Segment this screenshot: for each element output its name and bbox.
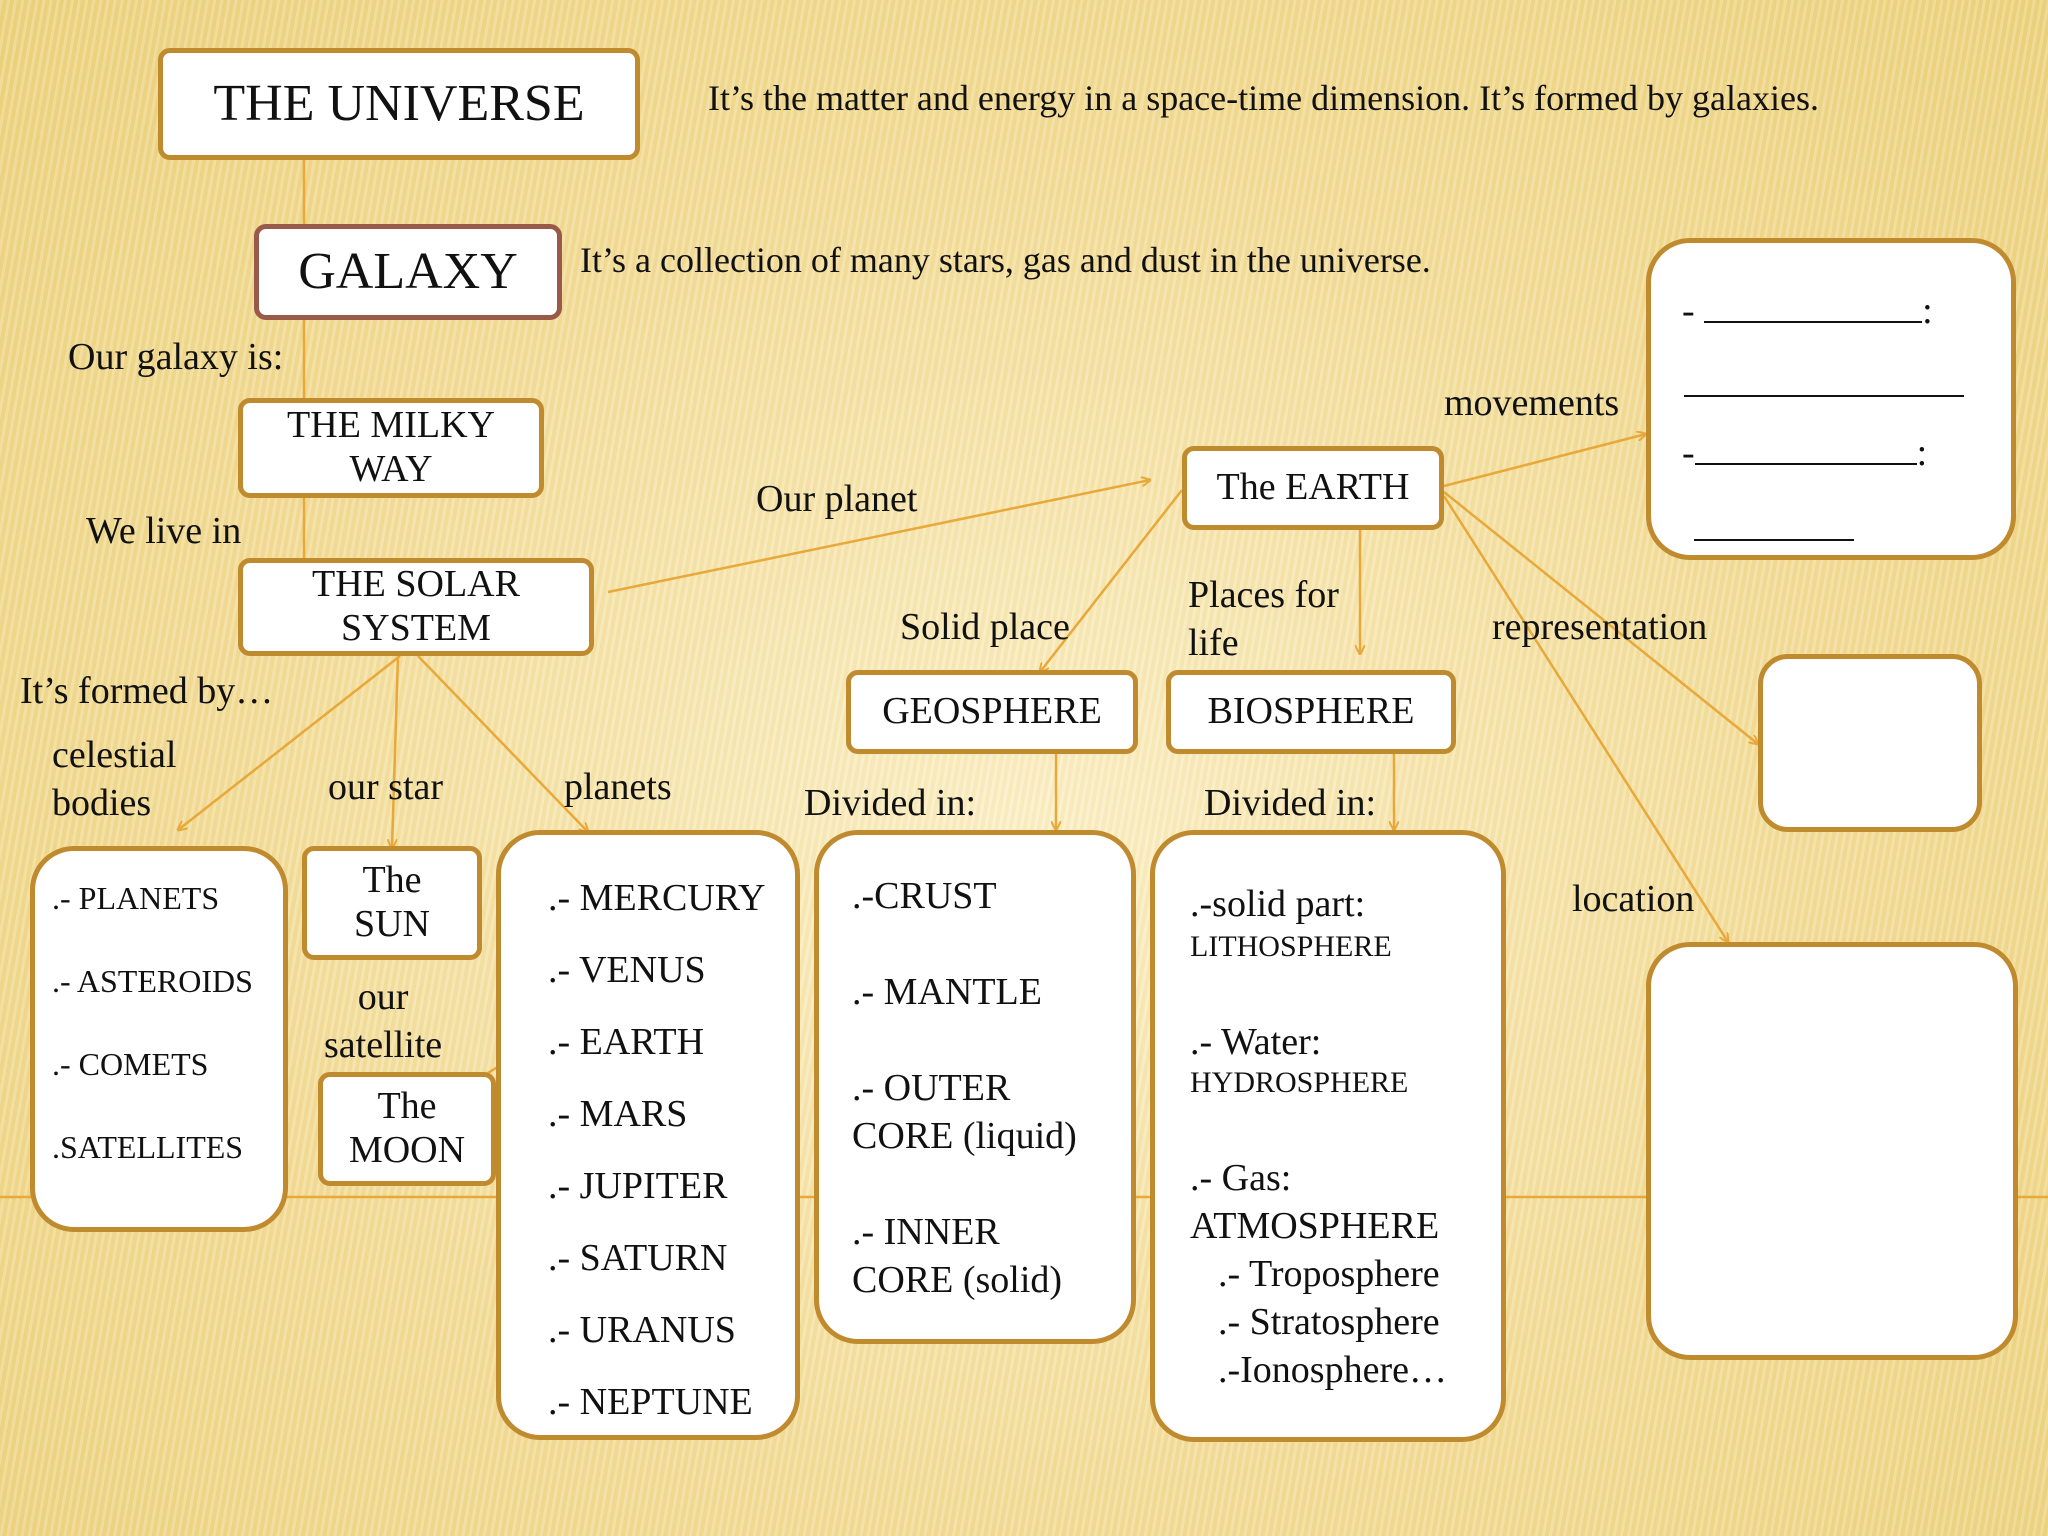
list-item: .- JUPITER: [548, 1165, 728, 1207]
list-item: .-CRUST: [852, 875, 997, 917]
celestial-bodies-label-line1: celestial: [52, 734, 177, 776]
list-item: .- NEPTUNE: [548, 1381, 753, 1423]
list-item: .- EARTH: [548, 1021, 705, 1063]
location-arrow: [1442, 495, 1728, 942]
places-for-life-line1: Places for: [1188, 574, 1339, 616]
list-item: .- MANTLE: [852, 971, 1042, 1013]
galaxy-title: GALAXY: [298, 243, 518, 301]
our-star-label: our star: [328, 766, 444, 808]
biosphere-box: BIOSPHERE: [1166, 670, 1456, 754]
movements-line1-prefix: -: [1682, 290, 1705, 332]
our-satellite-label-line1: our: [357, 976, 409, 1018]
universe-box: THE UNIVERSE: [158, 48, 640, 160]
biosphere-parts-box: [1150, 830, 1506, 1442]
solar-system-line2: SYSTEM: [341, 607, 491, 649]
list-item: .- Troposphere: [1218, 1253, 1440, 1295]
galaxy-description: It’s a collection of many stars, gas and…: [580, 240, 1431, 280]
biosphere-title: BIOSPHERE: [1207, 690, 1415, 733]
solar-system-line1: THE SOLAR: [312, 563, 520, 606]
celestial-bodies-box: [30, 846, 288, 1232]
earth-title: The EARTH: [1216, 466, 1410, 509]
sun-box: The SUN: [302, 846, 482, 960]
geosphere-layers-box: [814, 830, 1136, 1344]
list-item: .- VENUS: [548, 949, 706, 991]
formed-by-label: It’s formed by…: [20, 670, 274, 712]
list-item: HYDROSPHERE: [1190, 1066, 1409, 1099]
list-item: .-Ionosphere…: [1218, 1349, 1447, 1391]
movements-blank-2[interactable]: [1684, 395, 1964, 397]
solar-system-box: THE SOLAR SYSTEM: [238, 558, 594, 656]
our-planet-label: Our planet: [756, 478, 918, 520]
list-item: .- SATURN: [548, 1237, 728, 1279]
representation-arrow: [1443, 491, 1758, 744]
list-item: .- MERCURY: [548, 877, 766, 919]
list-item: .- ASTEROIDS: [52, 963, 253, 999]
movements-line3-prefix: -: [1682, 432, 1695, 474]
sun-line1: The: [362, 859, 422, 902]
list-item: .SATELLITES: [52, 1129, 244, 1165]
sun-line2: SUN: [353, 903, 431, 945]
movements-blank-1[interactable]: [1704, 321, 1923, 323]
moon-line1: The: [377, 1085, 437, 1128]
list-item: .- OUTER: [852, 1067, 1011, 1109]
movements-blank-4[interactable]: [1694, 539, 1854, 541]
our-satellite-label: our satellite: [324, 974, 442, 1069]
moon-box: The MOON: [318, 1072, 496, 1186]
list-item: .- Water:: [1190, 1021, 1322, 1063]
celestial-bodies-label-line2: bodies: [52, 781, 152, 824]
list-item: .- PLANETS: [52, 880, 220, 916]
places-for-life-label: Places for life: [1188, 572, 1339, 667]
movements-box[interactable]: [1646, 238, 2016, 560]
biosphere-divided-label: Divided in:: [1204, 782, 1377, 824]
list-item: .- INNER: [852, 1211, 1000, 1253]
representation-label: representation: [1492, 606, 1708, 648]
list-item: .-solid part:: [1190, 883, 1366, 925]
geosphere-title: GEOSPHERE: [882, 690, 1102, 733]
list-item: .- Gas:: [1190, 1157, 1292, 1199]
list-item: .- URANUS: [548, 1309, 736, 1351]
movements-arrow: [1443, 434, 1646, 488]
moon-line2: MOON: [348, 1129, 466, 1171]
celestial-bodies-label: celestial bodies: [52, 732, 176, 827]
milky-way-line2: WAY: [349, 448, 433, 490]
representation-box[interactable]: [1758, 654, 1982, 832]
we-live-in-label: We live in: [86, 510, 242, 552]
planets-box: [496, 830, 800, 1440]
list-item: .- COMETS: [52, 1046, 209, 1082]
list-item: LITHOSPHERE: [1190, 930, 1392, 963]
location-box[interactable]: [1646, 942, 2018, 1360]
universe-description: It’s the matter and energy in a space-ti…: [708, 78, 1820, 118]
solid-place-arrow: [1040, 489, 1183, 672]
list-item: CORE (liquid): [852, 1115, 1077, 1157]
geosphere-divided-label: Divided in:: [804, 782, 977, 824]
planets-label: planets: [564, 766, 672, 808]
galaxy-box: GALAXY: [254, 224, 562, 320]
our-galaxy-label: Our galaxy is:: [68, 336, 284, 378]
movements-line3-suffix: :: [1916, 432, 1928, 474]
our-star-arrow: [392, 655, 400, 848]
geosphere-box: GEOSPHERE: [846, 670, 1138, 754]
milky-way-line1: THE MILKY: [287, 404, 495, 447]
solid-place-label: Solid place: [900, 606, 1070, 648]
places-for-life-line2: life: [1188, 621, 1239, 664]
solarsystem-earth-arrow: [607, 480, 1150, 594]
location-label: location: [1572, 878, 1695, 920]
list-item: ATMOSPHERE: [1190, 1205, 1440, 1247]
planets-arrow: [417, 655, 588, 832]
celestial-bodies-arrow: [178, 655, 401, 830]
list-item: .- MARS: [548, 1093, 688, 1135]
movements-label: movements: [1444, 382, 1620, 424]
movements-blank-3[interactable]: [1694, 463, 1917, 465]
our-satellite-label-line2: satellite: [324, 1023, 443, 1066]
earth-box: The EARTH: [1182, 446, 1444, 530]
list-item: CORE (solid): [852, 1259, 1063, 1301]
list-item: .- Stratosphere: [1218, 1301, 1440, 1343]
universe-title: THE UNIVERSE: [213, 75, 585, 133]
milky-way-box: THE MILKY WAY: [238, 398, 544, 498]
movements-line1-suffix: :: [1922, 290, 1933, 332]
